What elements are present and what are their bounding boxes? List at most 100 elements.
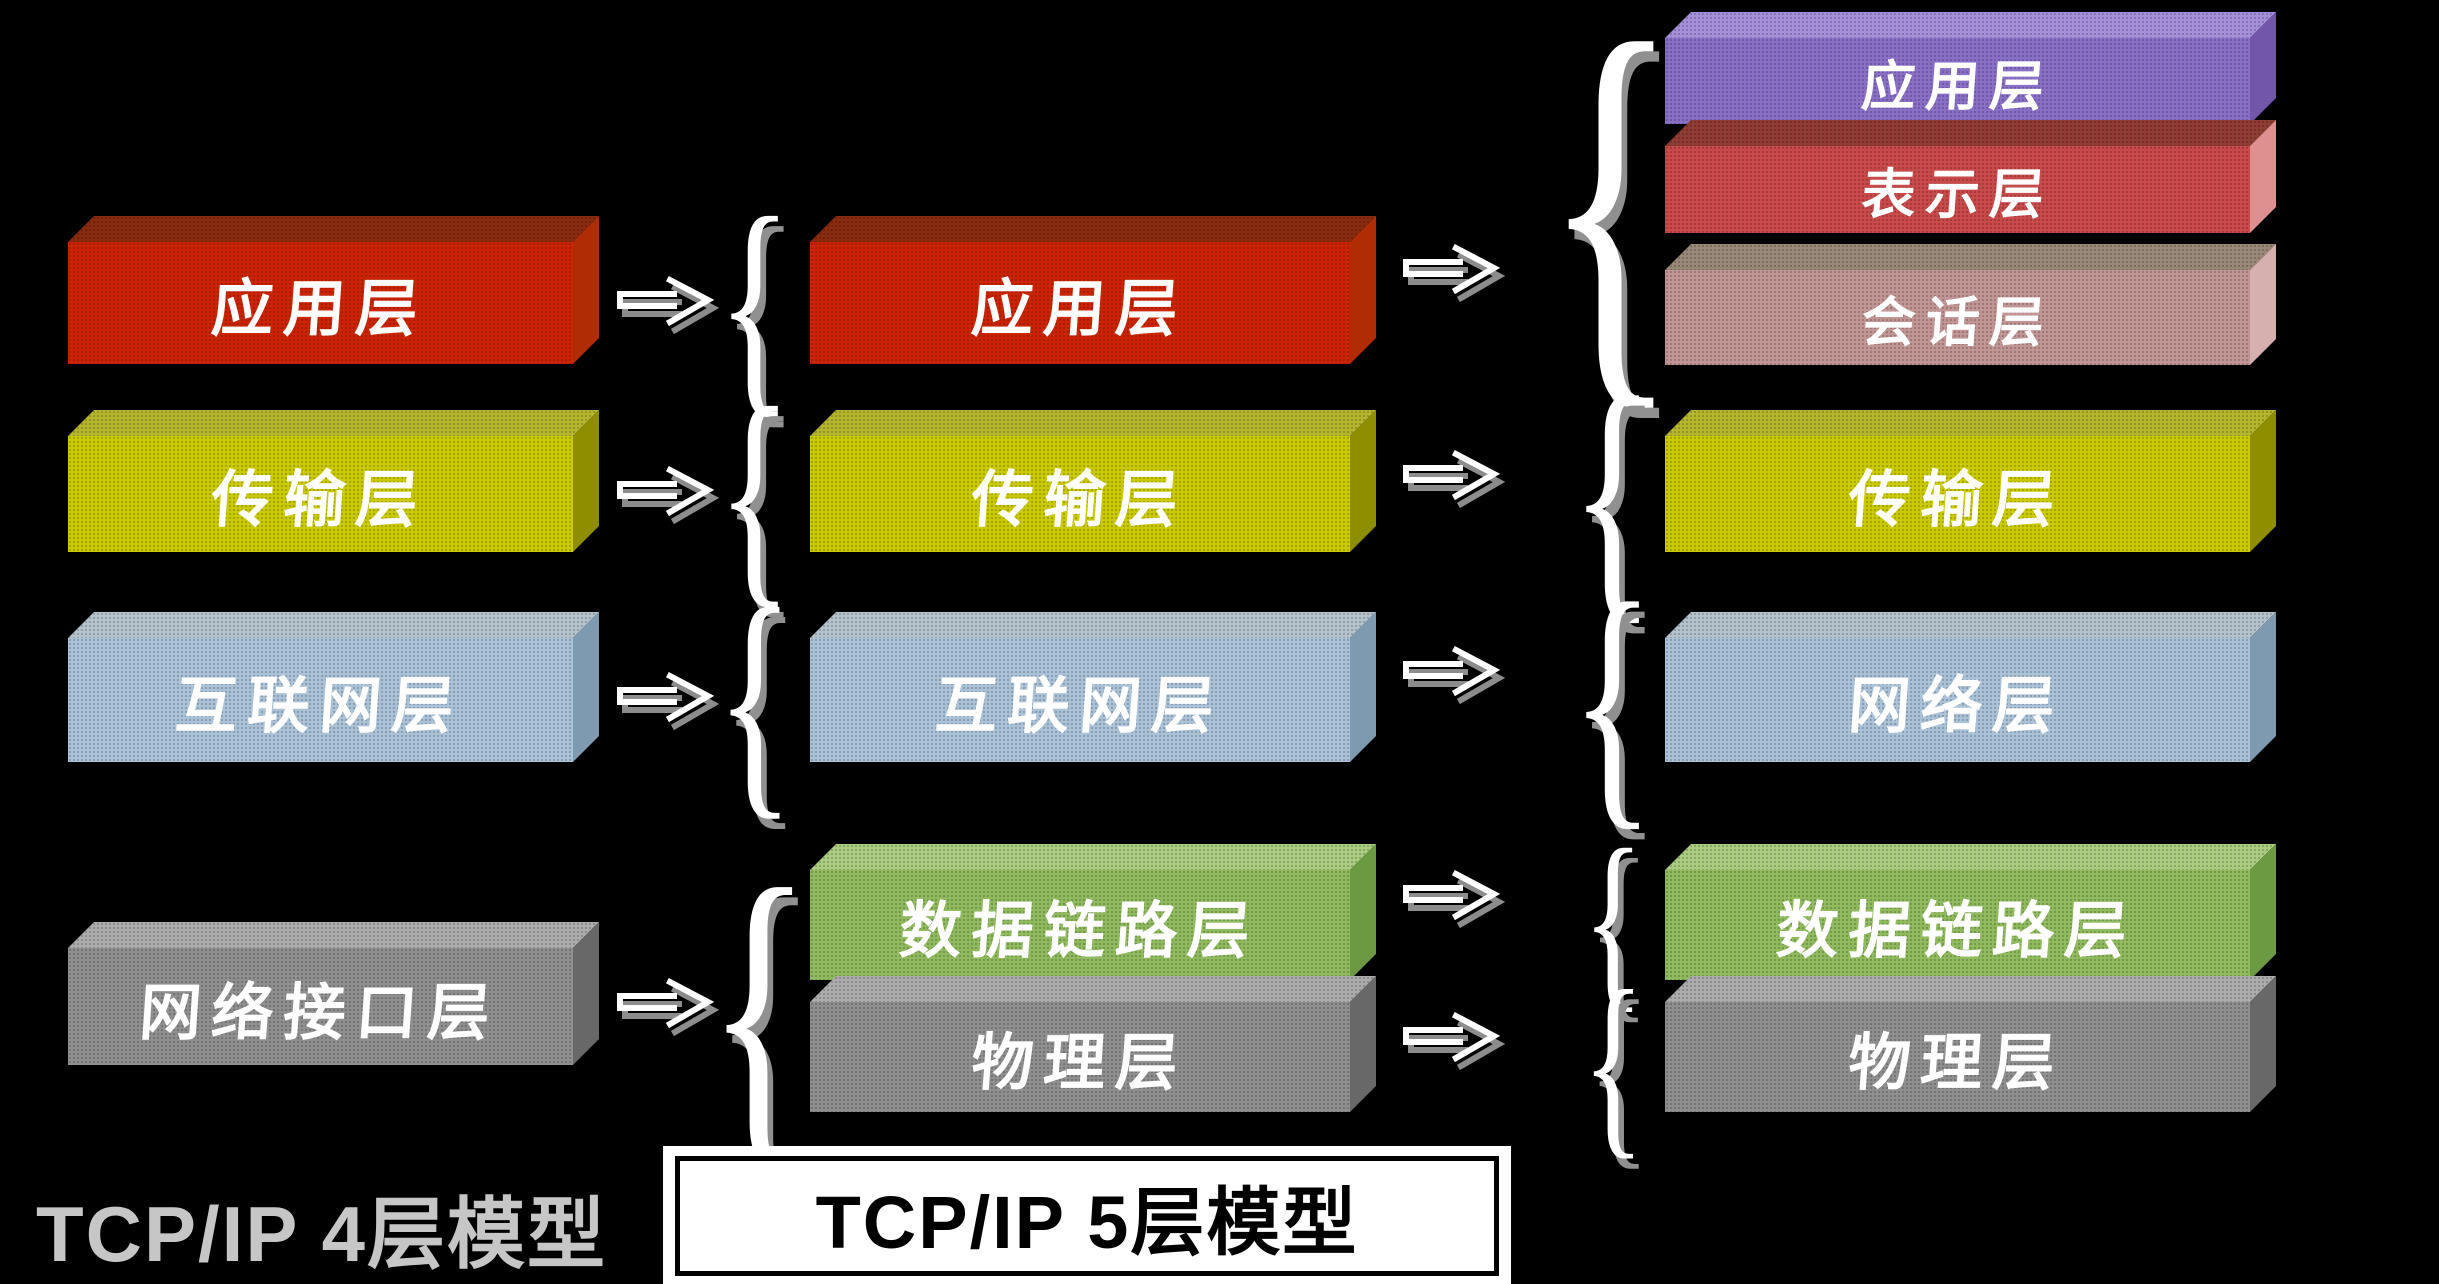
- box-side-face: [1350, 844, 1376, 980]
- box-top-face: [68, 410, 599, 436]
- box-top-face: [68, 612, 599, 638]
- layer-box-c3-r2: 表示层: [1665, 120, 2276, 233]
- double-arrow-icon: [1403, 243, 1506, 303]
- box-front-face: 传输层: [1665, 436, 2250, 552]
- box-front-face: 传输层: [810, 436, 1350, 552]
- box-top-face: [810, 410, 1376, 436]
- caption-tcpip4-model: TCP/IP 4层模型: [36, 1190, 608, 1278]
- caption-box-tcpip5: TCP/IP 5层模型: [663, 1146, 1511, 1284]
- double-arrow-icon: [1403, 1011, 1506, 1071]
- layer-label: 数据链路层: [897, 898, 1262, 966]
- box-top-face: [1665, 120, 2276, 146]
- layer-box-c1-r3: 互联网层: [68, 612, 599, 762]
- box-side-face: [573, 922, 599, 1065]
- layer-box-c3-r6: 数据链路层: [1665, 844, 2276, 980]
- box-side-face: [573, 216, 599, 364]
- box-top-face: [1665, 410, 2276, 436]
- layer-box-c3-r1: 应用层: [1665, 12, 2276, 124]
- double-arrow-icon: [1403, 869, 1506, 929]
- double-arrow-icon: [617, 977, 720, 1037]
- curly-brace-icon: {: [706, 838, 811, 1181]
- box-side-face: [2250, 976, 2276, 1112]
- layer-box-c3-r7: 物理层: [1665, 976, 2276, 1112]
- box-top-face: [810, 976, 1376, 1002]
- curly-brace-glyph: {: [1570, 546, 1656, 853]
- double-arrow-icon: [617, 465, 720, 525]
- box-front-face: 物理层: [810, 1002, 1350, 1112]
- layer-label: 物理层: [1846, 1030, 2068, 1098]
- curly-brace-glyph: {: [717, 169, 793, 439]
- layer-label: 互联网层: [173, 673, 467, 741]
- curly-brace-glyph: {: [706, 819, 812, 1200]
- box-side-face: [573, 410, 599, 552]
- layer-label: 传输层: [209, 467, 431, 535]
- layer-label: 传输层: [1846, 467, 2068, 535]
- layer-label: 应用层: [209, 276, 431, 344]
- double-arrow-icon: [617, 275, 720, 335]
- curly-brace-glyph: {: [1582, 808, 1644, 1029]
- box-side-face: [573, 612, 599, 762]
- layer-label: 会话层: [1859, 293, 2056, 353]
- curly-brace-icon: {: [716, 571, 795, 827]
- box-top-face: [68, 216, 599, 242]
- layer-box-c1-r1: 应用层: [68, 216, 599, 364]
- box-top-face: [1665, 12, 2276, 38]
- box-side-face: [2250, 410, 2276, 552]
- curly-brace-icon: {: [1571, 356, 1656, 631]
- box-top-face: [1665, 976, 2276, 1002]
- curly-brace-glyph: {: [715, 557, 795, 841]
- layer-box-c1-r4: 网络接口层: [68, 922, 599, 1065]
- double-arrow-icon: [1403, 449, 1506, 509]
- box-front-face: 会话层: [1665, 270, 2250, 365]
- box-side-face: [1350, 216, 1376, 364]
- layer-label: 互联网层: [933, 673, 1226, 741]
- box-side-face: [2250, 844, 2276, 980]
- box-front-face: 物理层: [1665, 1002, 2250, 1112]
- curly-brace-glyph: {: [1570, 340, 1656, 647]
- box-top-face: [1665, 244, 2276, 270]
- box-top-face: [1665, 844, 2276, 870]
- curly-brace-icon: {: [718, 372, 793, 615]
- layer-label: 应用层: [1859, 56, 2056, 117]
- curly-brace-icon: {: [1576, 820, 1650, 1018]
- box-side-face: [1350, 410, 1376, 552]
- box-top-face: [810, 612, 1376, 638]
- layer-box-c2-r4: 数据链路层: [810, 844, 1376, 980]
- layer-label: 应用层: [969, 276, 1190, 344]
- box-front-face: 数据链路层: [1665, 870, 2250, 980]
- layer-box-c3-r5: 网络层: [1665, 612, 2276, 762]
- layer-box-c2-r3: 互联网层: [810, 612, 1376, 762]
- double-arrow-icon: [1403, 645, 1506, 705]
- layer-box-c3-r3: 会话层: [1665, 244, 2276, 365]
- box-side-face: [2250, 612, 2276, 762]
- layer-label: 网络接口层: [137, 979, 503, 1048]
- box-front-face: 应用层: [810, 242, 1350, 364]
- box-front-face: 网络接口层: [68, 948, 573, 1065]
- curly-brace-icon: {: [1576, 960, 1650, 1165]
- layer-box-c1-r2: 传输层: [68, 410, 599, 552]
- curly-brace-icon: {: [1571, 562, 1656, 837]
- curly-brace-icon: {: [718, 182, 793, 425]
- double-arrow-icon: [617, 671, 720, 731]
- box-front-face: 互联网层: [810, 638, 1350, 762]
- layer-box-c2-r1: 应用层: [810, 216, 1376, 364]
- layer-box-c3-r4: 传输层: [1665, 410, 2276, 552]
- curly-brace-glyph: {: [1542, 0, 1680, 445]
- box-top-face: [810, 844, 1376, 870]
- box-front-face: 互联网层: [68, 638, 573, 762]
- curly-brace-glyph: {: [717, 359, 793, 629]
- layer-label: 物理层: [969, 1030, 1190, 1098]
- layer-label: 网络层: [1846, 673, 2068, 741]
- layer-label: 表示层: [1859, 165, 2056, 225]
- box-top-face: [810, 216, 1376, 242]
- layer-label: 传输层: [969, 467, 1190, 535]
- box-front-face: 传输层: [68, 436, 573, 552]
- box-front-face: 应用层: [1665, 38, 2250, 124]
- caption-tcpip5-model: TCP/IP 5层模型: [815, 1180, 1359, 1264]
- box-front-face: 表示层: [1665, 146, 2250, 233]
- box-front-face: 网络层: [1665, 638, 2250, 762]
- curly-brace-icon: {: [1543, 0, 1679, 421]
- box-top-face: [1665, 612, 2276, 638]
- caption-box-border: TCP/IP 5层模型: [675, 1156, 1499, 1276]
